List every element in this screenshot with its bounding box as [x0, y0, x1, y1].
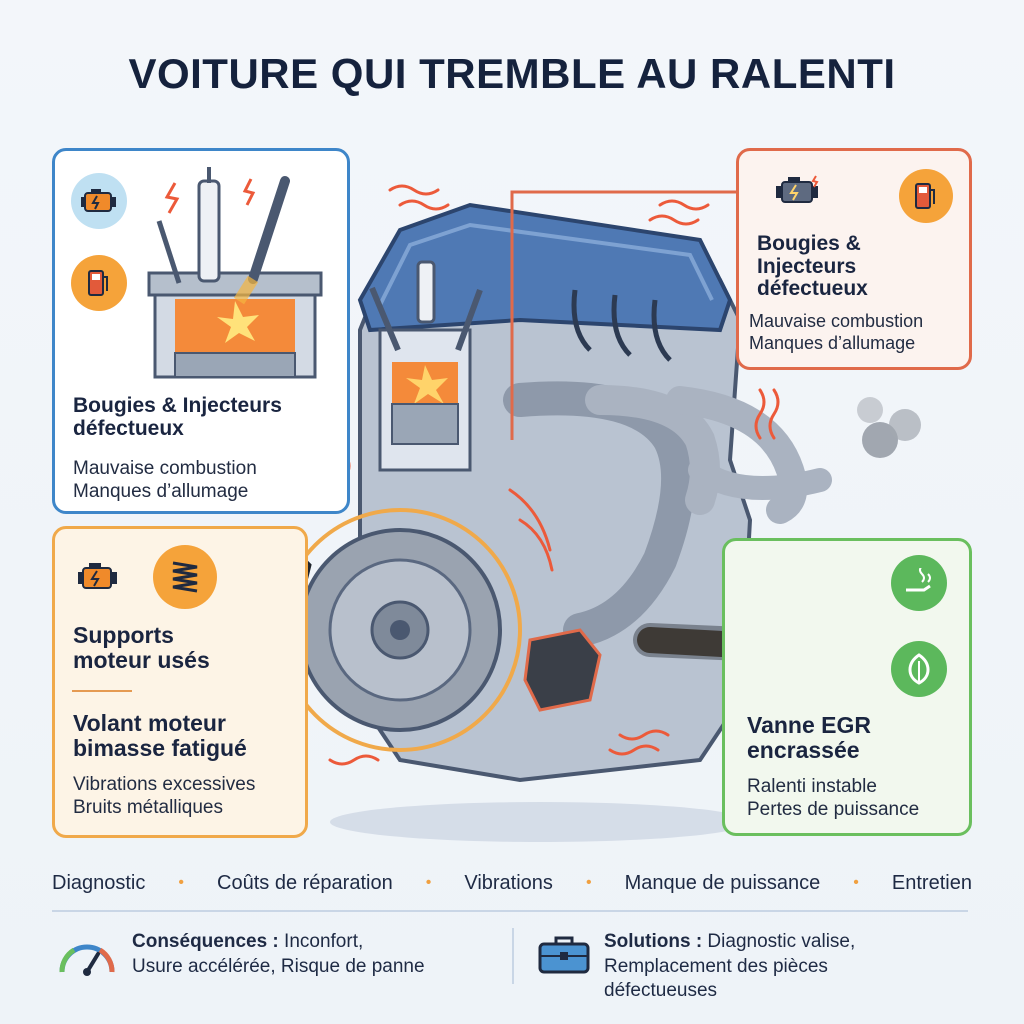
- card-title-line: Supports: [73, 622, 174, 648]
- card-text-line: Manques d’allumage: [749, 332, 916, 353]
- engine-warning-icon: [71, 173, 127, 229]
- keyword-separator: •: [178, 874, 185, 891]
- card-text-line: Pertes de puissance: [747, 799, 920, 821]
- engine-shadow: [330, 802, 750, 842]
- consequences-text: Usure accélérée, Risque de panne: [132, 955, 425, 977]
- spark-plug: [416, 260, 436, 324]
- engine-mount-right: [523, 628, 602, 712]
- flywheel: [298, 528, 502, 732]
- consequences-block: Conséquences : Inconfort, Usure accéléré…: [132, 930, 502, 979]
- card-title-line: Volant moteur: [73, 710, 226, 736]
- card-title-line: Injecteurs: [757, 254, 857, 278]
- combustion-flame: [392, 362, 458, 404]
- flywheel-highlight: [278, 508, 522, 752]
- keyword: Vibrations: [464, 871, 553, 894]
- card-text-line: Mauvaise combustion: [73, 458, 257, 479]
- keyword: Manque de puissance: [624, 871, 821, 894]
- card-text-line: Vibrations excessives: [73, 774, 256, 795]
- red-card-connector: [510, 190, 736, 440]
- card-title-line: encrassée: [747, 736, 860, 763]
- card-text-line: Bruits métalliques: [73, 797, 223, 819]
- card-spark-plugs-injectors-duplicate: Bougies & Injecteurs défectueux Mauvaise…: [736, 148, 972, 370]
- card-divider: [72, 690, 132, 692]
- solutions-text: Remplacement des pièces: [604, 955, 828, 977]
- card-title-line: Bougies & Injecteurs: [73, 394, 282, 417]
- keyword: Coûts de réparation: [217, 871, 393, 894]
- card-title-line: bimasse fatigué: [73, 734, 247, 761]
- valve-cover: [357, 202, 733, 333]
- keyword-separator: •: [853, 874, 859, 891]
- card-title-line: Vanne EGR: [747, 712, 871, 738]
- card-egr-valve: Vanne EGR encrassée Ralenti instable Per…: [722, 538, 972, 836]
- keyword-separator: •: [585, 874, 592, 891]
- consequences-label: Conséquences :: [132, 931, 279, 952]
- solutions-block: Solutions : Diagnostic valise, Remplacem…: [604, 930, 964, 1004]
- exhaust-smoke: [862, 422, 898, 458]
- exhaust-manifold: [503, 381, 695, 647]
- card-text-line: Manques d’allumage: [73, 481, 249, 503]
- leaf-icon: [891, 641, 947, 697]
- card-title-line: Bougies &: [757, 232, 861, 255]
- toolbox-icon: [534, 930, 594, 978]
- bottom-vertical-divider: [512, 928, 514, 984]
- gauge-icon: [54, 928, 120, 982]
- solutions-text: Diagnostic valise,: [702, 931, 856, 952]
- fuel-pump-icon: [899, 169, 953, 223]
- fuel-pump-icon: [71, 255, 127, 311]
- card-text-line: Mauvaise combustion: [749, 311, 924, 331]
- bottom-divider: [52, 910, 968, 912]
- exhaust-smoke-icon: [891, 555, 947, 611]
- engine-block: [358, 237, 753, 783]
- keyword: Diagnostic: [52, 871, 146, 894]
- card-text-line: Ralenti instable: [747, 776, 877, 797]
- card-spark-plugs-injectors: Bougies & Injecteurs défectueux Mauvaise…: [52, 148, 350, 514]
- engine-warning-icon: [769, 167, 829, 215]
- keyword: Entretien: [891, 871, 972, 894]
- card-title-line: défectueux: [73, 416, 184, 440]
- keyword-separator: •: [425, 874, 432, 891]
- consequences-text: Inconfort,: [278, 931, 364, 952]
- piston: [391, 403, 459, 445]
- spark-injector-illustration: [147, 167, 323, 379]
- card-title-line: moteur usés: [73, 646, 210, 673]
- cylinder: [378, 328, 472, 472]
- page-title: VOITURE QUI TREMBLE AU RALENTI: [128, 50, 896, 97]
- solutions-text: défectueuses: [604, 980, 718, 1002]
- card-engine-mounts-flywheel: Supports moteur usés Volant moteur bimas…: [52, 526, 308, 838]
- solutions-label: Solutions :: [604, 931, 703, 952]
- spring-icon: [153, 545, 217, 609]
- engine-warning-icon: [71, 549, 127, 605]
- card-title-line: défectueux: [757, 277, 868, 301]
- keyword-row: Diagnostic • Coûts de réparation • Vibra…: [52, 870, 972, 896]
